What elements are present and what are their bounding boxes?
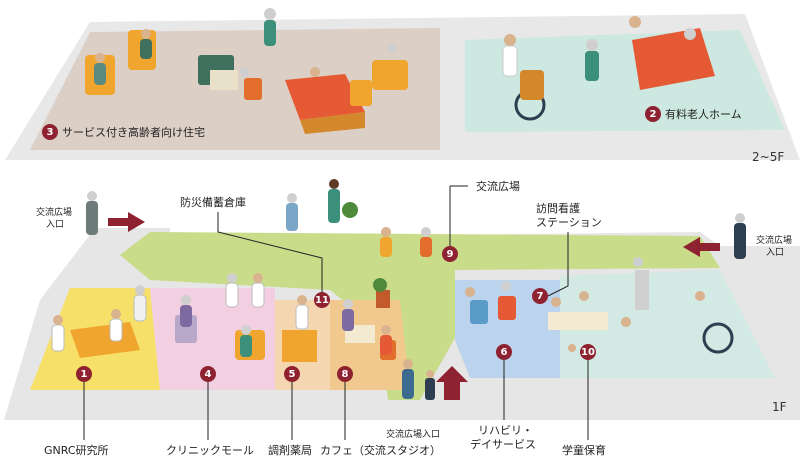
entrance-right-line1: 交流広場 [756,236,793,246]
zone-label-cafe: カフェ（交流スタジオ） [320,444,441,457]
zone-number: 3 [42,124,58,140]
entrance-right-line2: 入口 [766,248,785,258]
residence-residents [94,8,397,85]
zone-number-10: 10 [580,344,596,360]
zone-label-visit-line1: 訪問看護 [536,202,580,215]
zone-number-4: 4 [200,366,216,382]
zone-number-11: 11 [314,292,330,308]
zone-label-rehab-line1: リハビリ・ [478,424,533,437]
zone-number-5: 5 [284,366,300,382]
entrance-bottom-label: 交流広場入口 [386,430,441,440]
zone-label: サービス付き高齢者向け住宅 [62,125,205,139]
zone-label-plaza: 交流広場 [476,180,520,193]
floor-tag-upper: 2~5F [752,150,785,164]
ground-floor [4,179,800,440]
zone-label-afterschool: 学童保育 [562,444,606,457]
zone-number: 2 [645,106,661,122]
zone-label: 有料老人ホーム [665,107,742,121]
zone-label-visit-line2: ステーション [536,216,602,229]
ground-people [51,179,746,400]
zone-number-8: 8 [337,366,353,382]
entrance-arrow-bottom-icon [436,366,468,400]
entrance-arrow-right-icon [683,237,720,257]
entrance-left-line2: 入口 [46,220,65,230]
zone-number-7: 7 [532,288,548,304]
zone-number-1: 1 [76,366,92,382]
zone-label-rehab-line2: デイサービス [470,438,536,451]
zone-number-9: 9 [442,246,458,262]
plants [342,202,387,292]
zone-marker-2: 2 有料老人ホーム [645,106,742,122]
zone-label-clinic: クリニックモール [166,444,254,457]
leader-lines [83,185,589,440]
nursing-home-furniture [502,16,715,121]
zone-label-pharmacy: 調剤薬局 [268,444,312,457]
upper-floor [5,8,800,160]
zone-marker-3: 3 サービス付き高齢者向け住宅 [42,124,205,140]
zone-label-lab: GNRC研究所 [44,444,109,457]
entrance-arrow-left-icon [108,212,145,232]
floor-tag-ground: 1F [772,400,787,414]
zone-label-storage: 防災備蓄倉庫 [180,196,246,209]
plaza-area [120,232,720,400]
entrance-left-line1: 交流広場 [36,208,73,218]
zone-number-6: 6 [496,344,512,360]
